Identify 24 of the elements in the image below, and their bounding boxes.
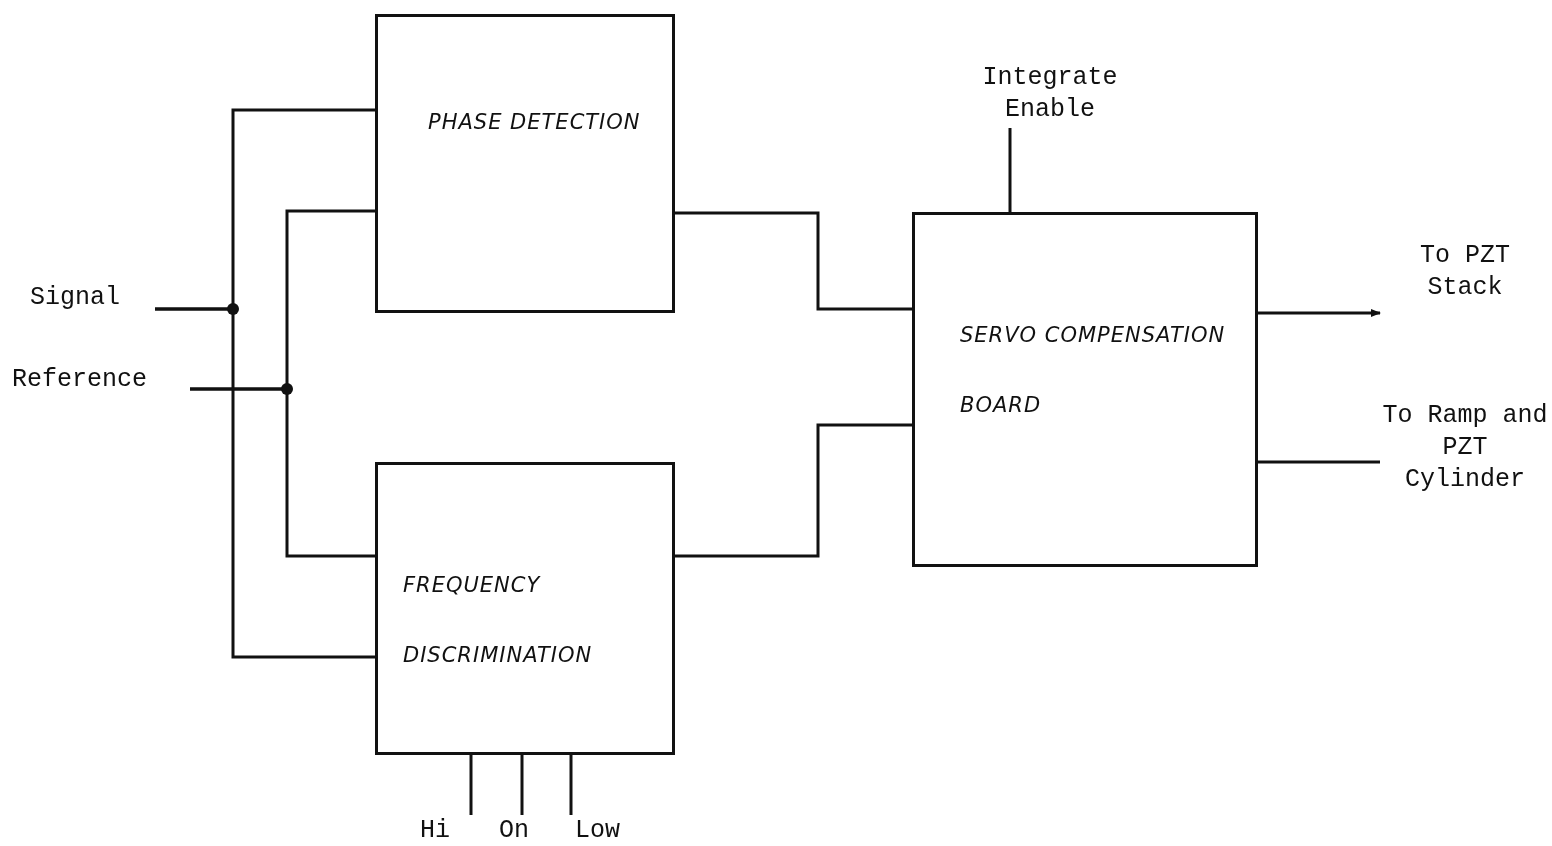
block-label: FREQUENCY DISCRIMINATION (403, 572, 594, 669)
arrow (1258, 309, 1381, 317)
block-label: SERVO COMPENSATION BOARD (960, 322, 1227, 419)
signal-line (190, 387, 375, 558)
signal-line (520, 755, 524, 815)
signal-line (675, 211, 912, 311)
signal-label: To PZT Stack (1419, 240, 1511, 304)
frequency-discrimination-block (375, 462, 675, 755)
signal-line (569, 755, 573, 815)
signal-label: Reference (12, 364, 149, 396)
block-label: PHASE DETECTION (428, 109, 642, 136)
signal-label: On (498, 815, 530, 846)
phase-detection-block (375, 14, 675, 313)
signal-label: Signal (30, 282, 121, 314)
signal-line (469, 755, 473, 815)
signal-line (675, 423, 912, 558)
signal-label: Low (574, 815, 621, 846)
signal-line (1008, 128, 1012, 212)
signal-label: Hi (419, 815, 451, 846)
signal-line (155, 307, 375, 659)
signal-line (1258, 460, 1380, 464)
servo-compensation-block (912, 212, 1258, 567)
signal-label: Integrate Enable (981, 62, 1119, 126)
signal-label: To Ramp and PZT Cylinder (1381, 400, 1549, 496)
